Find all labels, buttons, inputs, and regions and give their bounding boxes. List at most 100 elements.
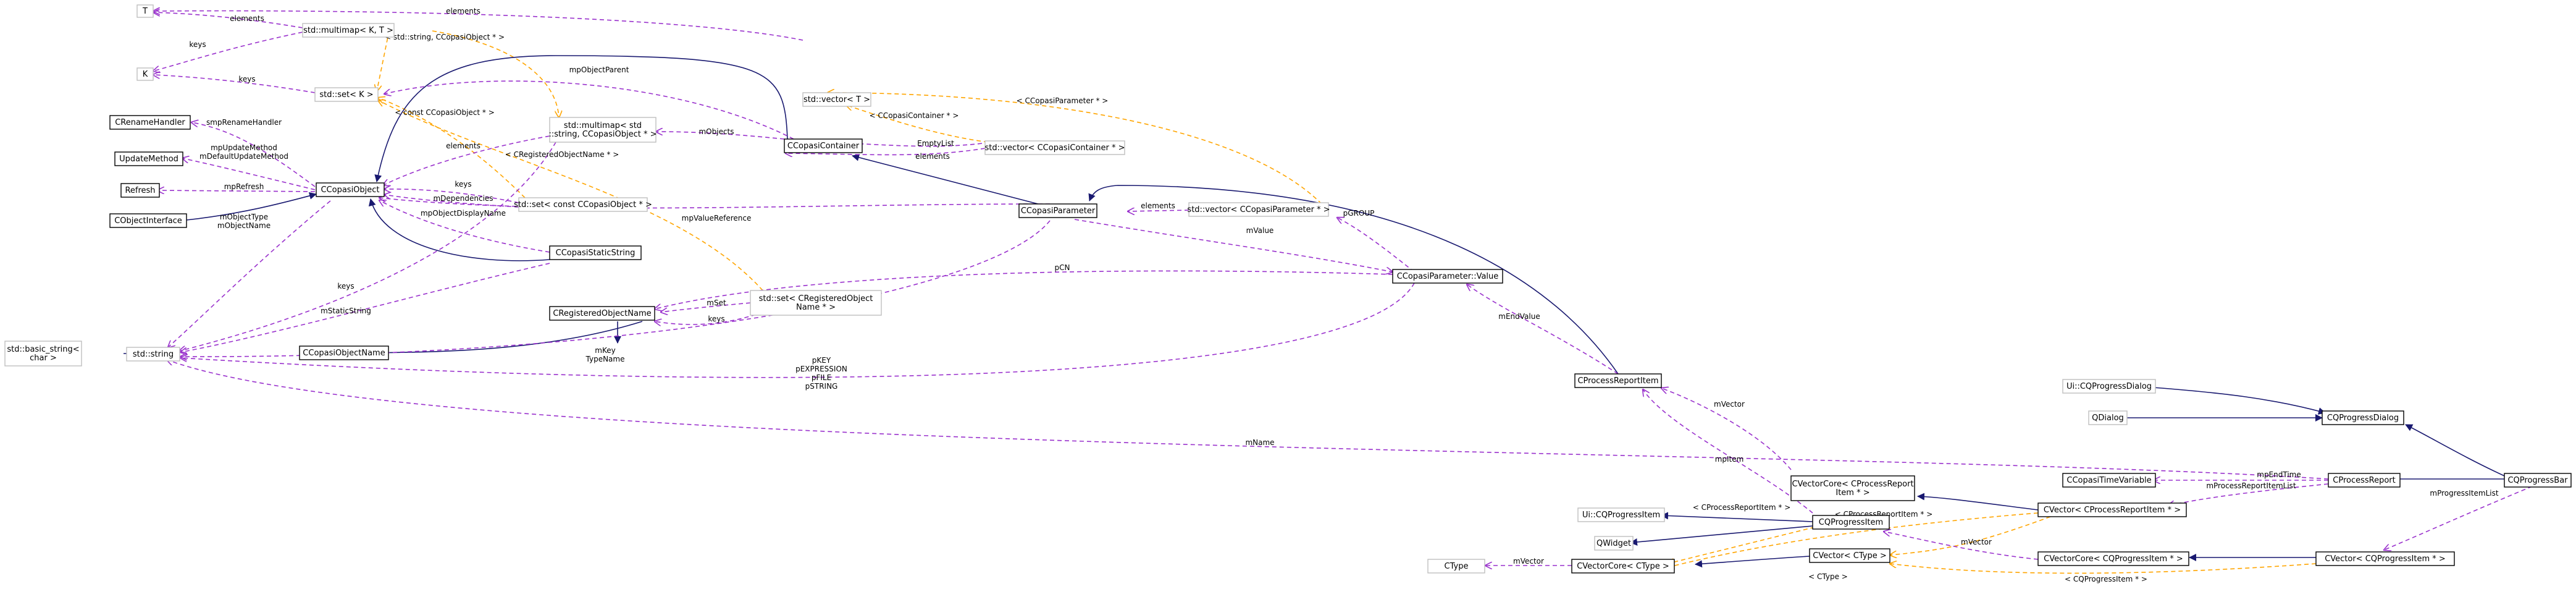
class-node-cvector-ctype[interactable]: CVector< CType > [1809,548,1890,563]
label-line: keys [337,282,354,290]
edge-mname [167,360,2329,480]
class-node-cprocessreportitem[interactable]: CProcessReportItem [1574,373,1662,388]
class-node-ccopasiobjectname[interactable]: CCopasiObjectName [299,345,389,360]
class-node-cvector-reportitem[interactable]: CVector< CProcessReportItem * > [2037,502,2187,517]
label-reportitemlist: mProcessReportItemList [2206,481,2296,490]
class-node-ctype[interactable]: CType [1427,559,1485,574]
class-node-ccopasitimevariable[interactable]: CCopasiTimeVariable [2062,473,2156,488]
label-line: mStaticString [321,307,371,315]
class-node-ui-cqprogressdialog[interactable]: Ui::CQProgressDialog [2062,379,2156,394]
node-label: QDialog [2092,413,2124,423]
label-line: Ui::CQProgressDialog [2066,382,2152,391]
label-line: mpEndTime [2257,470,2301,479]
label-line: mpValueReference [682,214,752,222]
edge-ui-cqprogressitem-to-cqprogressitem [1661,512,1813,522]
label-line: UpdateMethod [119,155,178,164]
class-node-qdialog[interactable]: QDialog [2088,410,2128,425]
edge-keys-set-regname [655,311,763,324]
label-line: elements [1141,201,1175,210]
label-line: TypeName [585,355,625,363]
class-node-cvectorcore-cqprogressitem[interactable]: CVectorCore< CQProgressItem * > [2037,551,2189,566]
label-line: mVector [1513,557,1544,566]
class-node-multimap-string-obj[interactable]: std::multimap< std::string, CCopasiObjec… [548,117,657,143]
label-pgroup: pGROUP [1343,209,1375,218]
edge-vector-t-to-vector-container [846,105,989,143]
label-line: mVector [1714,400,1745,409]
class-node-cregisteredobjectname[interactable]: CRegisteredObjectName [549,306,655,321]
class-node-vector-t[interactable]: std::vector< T > [802,92,871,107]
label-reportitem-template-2: < CProcessReportItem * > [1693,503,1791,512]
node-label: std::vector< T > [803,95,870,104]
label-line: CCopasiObject [321,185,379,195]
class-node-multimap-k-t[interactable]: std::multimap< K, T > [302,23,395,38]
class-node-crenamehandler[interactable]: CRenameHandler [109,115,191,130]
label-line: std::vector< CCopasiContainer * > [984,143,1125,153]
class-node-cqprogressbar[interactable]: CQProgressBar [2504,473,2572,488]
label-line: CType [1445,562,1469,571]
node-label: CVectorCore< CQProgressItem * > [2044,554,2183,564]
class-node-ccopasiobject[interactable]: CCopasiObject [316,182,385,197]
class-node-ccopasicontainer[interactable]: CCopasiContainer [784,138,863,153]
class-node-cqprogressdialog[interactable]: CQProgressDialog [2322,410,2404,425]
label-line: mKey [595,346,615,355]
class-node-cqprogressitem[interactable]: CQProgressItem [1812,515,1890,530]
label-emptylist: EmptyList [917,139,954,148]
class-node-cobjectinterface[interactable]: CObjectInterface [109,213,187,228]
class-node-vector-container[interactable]: std::vector< CCopasiContainer * > [984,140,1125,155]
label-elements-vcont: elements [915,152,950,161]
class-node-ccopasiparameter[interactable]: CCopasiParameter [1018,203,1097,218]
edge-cvectorcore-reportitem-to-cvector-reportitem [1917,493,2039,511]
node-label: CProcessReportItem [1577,376,1658,386]
class-node-updatemethod[interactable]: UpdateMethod [114,151,183,166]
edge-cvector-cqitem-to-cvector-ctype [1890,564,2317,574]
class-node-set-const-obj[interactable]: std::set< const CCopasiObject * > [514,197,652,212]
edge-qwidget-to-cqprogressitem [1630,525,1813,546]
label-line: CVector< CType > [1813,551,1887,561]
label-line: elements [915,152,950,161]
label-elements-multimap: elements [230,14,264,23]
class-node-ui-cqprogressitem[interactable]: Ui::CQProgressItem [1577,507,1665,522]
class-node-set-k[interactable]: std::set< K > [314,87,379,102]
label-line: mDependencies [433,194,493,203]
edge-cvectorcore-reportitem-to-cqprogressitem [1668,512,2039,567]
edge-mendvalue [1467,284,1619,375]
node-label: CCopasiTimeVariable [2066,476,2151,485]
edge-mset [661,302,751,312]
label-keys-string: keys [337,282,354,290]
class-node-cvectorcore-ctype[interactable]: CVectorCore< CType > [1571,559,1675,574]
class-node-std-string[interactable]: std::string [126,347,180,362]
label-line: elements [446,142,480,150]
node-label: CCopasiContainer [787,142,860,151]
label-line: keys [455,180,471,189]
label-line: < CType > [1808,572,1848,581]
node-label: std::vector< CCopasiContainer * > [984,143,1125,153]
edge-cqprogressdialog-to-cqprogressbar [2405,424,2505,477]
edge-cqprogressitem-to-cvectorcore-ctype [1668,525,1823,564]
class-node-K[interactable]: K [136,67,154,81]
label-mpobjectparent: mpObjectParent [569,66,629,74]
label-line: pGROUP [1343,209,1375,218]
class-node-vector-parameter[interactable]: std::vector< CCopasiParameter * > [1187,202,1330,217]
label-line: keys [189,40,206,49]
label-line: CObjectInterface [114,216,182,226]
label-line: mProgressItemList [2430,489,2498,498]
label-line: std::string [133,350,174,359]
class-node-basic-string[interactable]: std::basic_string<char > [4,341,82,367]
class-node-refresh[interactable]: Refresh [120,183,160,198]
class-node-ccopasiparameter-value[interactable]: CCopasiParameter::Value [1392,269,1503,284]
class-node-cvector-cqprogressitem[interactable]: CVector< CQProgressItem * > [2315,551,2455,566]
class-node-qwidget[interactable]: QWidget [1594,536,1634,551]
label-mobjects: mObjects [699,127,734,136]
class-node-cprocessreport[interactable]: CProcessReport [2328,473,2401,488]
label-line: mProcessReportItemList [2206,481,2296,490]
label-line: pFILE [812,373,831,382]
node-label: CCopasiObject [321,185,379,195]
class-node-T[interactable]: T [136,4,154,18]
class-node-ccopasistaticstring[interactable]: CCopasiStaticString [549,245,642,260]
node-label: CQProgressItem [1819,518,1883,527]
edge-mpitem [1643,389,1813,514]
label-line: ::string, CCopasiObject * > [548,130,657,139]
